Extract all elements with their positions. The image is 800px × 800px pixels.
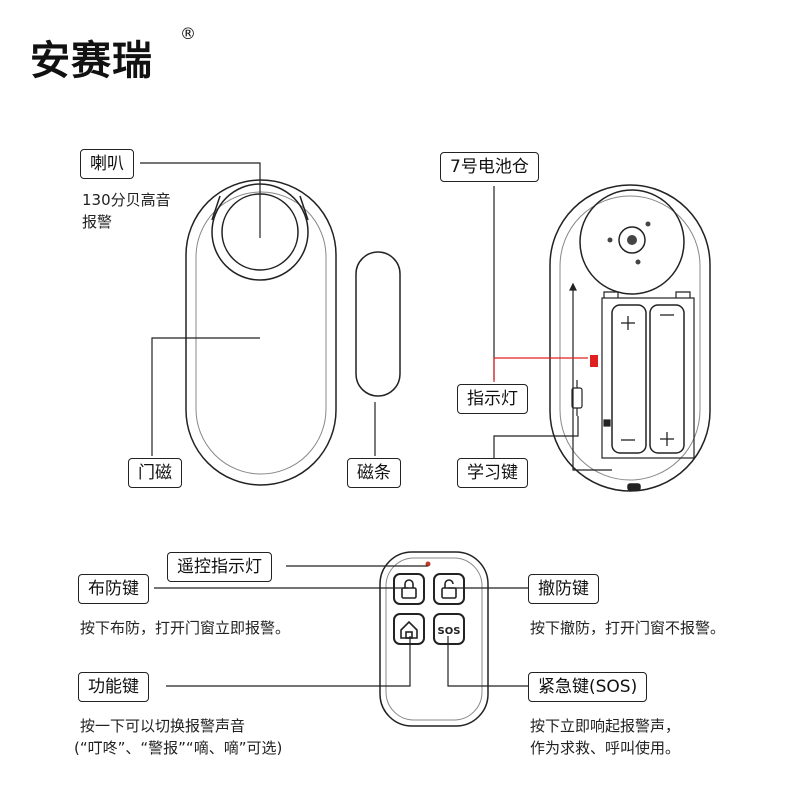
back-housing [549, 184, 711, 492]
battery-polarity-icon [621, 314, 674, 446]
circuit-traces [569, 282, 612, 471]
lock-open-icon [441, 579, 457, 599]
label-speaker: 喇叭 [80, 149, 134, 179]
label-learn-key: 学习键 [457, 458, 528, 488]
arm-desc: 按下布防，打开门窗立即报警。 [80, 619, 291, 637]
remote-body [379, 551, 489, 727]
label-arm: 布防键 [78, 574, 149, 604]
label-disarm: 撤防键 [528, 574, 599, 604]
sos-button-text: SOS [438, 626, 461, 637]
sos-desc-line1: 按下立即响起报警声， [530, 717, 681, 735]
label-door-body: 门磁 [128, 458, 182, 488]
leader-indicator [493, 357, 588, 382]
label-sos: 紧急键(SOS) [528, 672, 648, 702]
indicator-led [590, 355, 598, 367]
door-sensor-body [185, 179, 337, 486]
label-remote-indicator: 遥控指示灯 [167, 552, 272, 582]
brand-logo: 安赛瑞 [30, 38, 153, 84]
home-icon [400, 620, 418, 639]
lock-closed-icon [401, 579, 417, 599]
leader-function [166, 636, 411, 687]
disarm-desc: 按下撤防，打开门窗不报警。 [530, 619, 726, 637]
label-indicator: 指示灯 [457, 384, 528, 414]
function-desc-line2: (“叮咚”、“警报”“嘀、嘀”可选) [74, 739, 283, 757]
label-function: 功能键 [78, 672, 149, 702]
function-desc-line1: 按一下可以切换报警声音 [80, 717, 246, 735]
speaker-desc-line1: 130分贝高音 [82, 191, 171, 209]
leader-learn-key [493, 416, 579, 458]
speaker-desc-line2: 报警 [82, 213, 113, 231]
battery-compartment [601, 291, 695, 459]
label-battery: 7号电池仓 [440, 152, 539, 182]
leader-body [151, 337, 260, 456]
sos-desc-line2: 作为求救、呼叫使用。 [530, 739, 681, 757]
registered-mark: ® [180, 24, 196, 43]
leader-sos [447, 636, 528, 687]
leader-speaker [140, 162, 261, 238]
magnet-strip [355, 251, 401, 397]
label-magnet: 磁条 [347, 458, 401, 488]
siren-cap-icon [579, 189, 685, 295]
remote-buttons [393, 573, 465, 645]
